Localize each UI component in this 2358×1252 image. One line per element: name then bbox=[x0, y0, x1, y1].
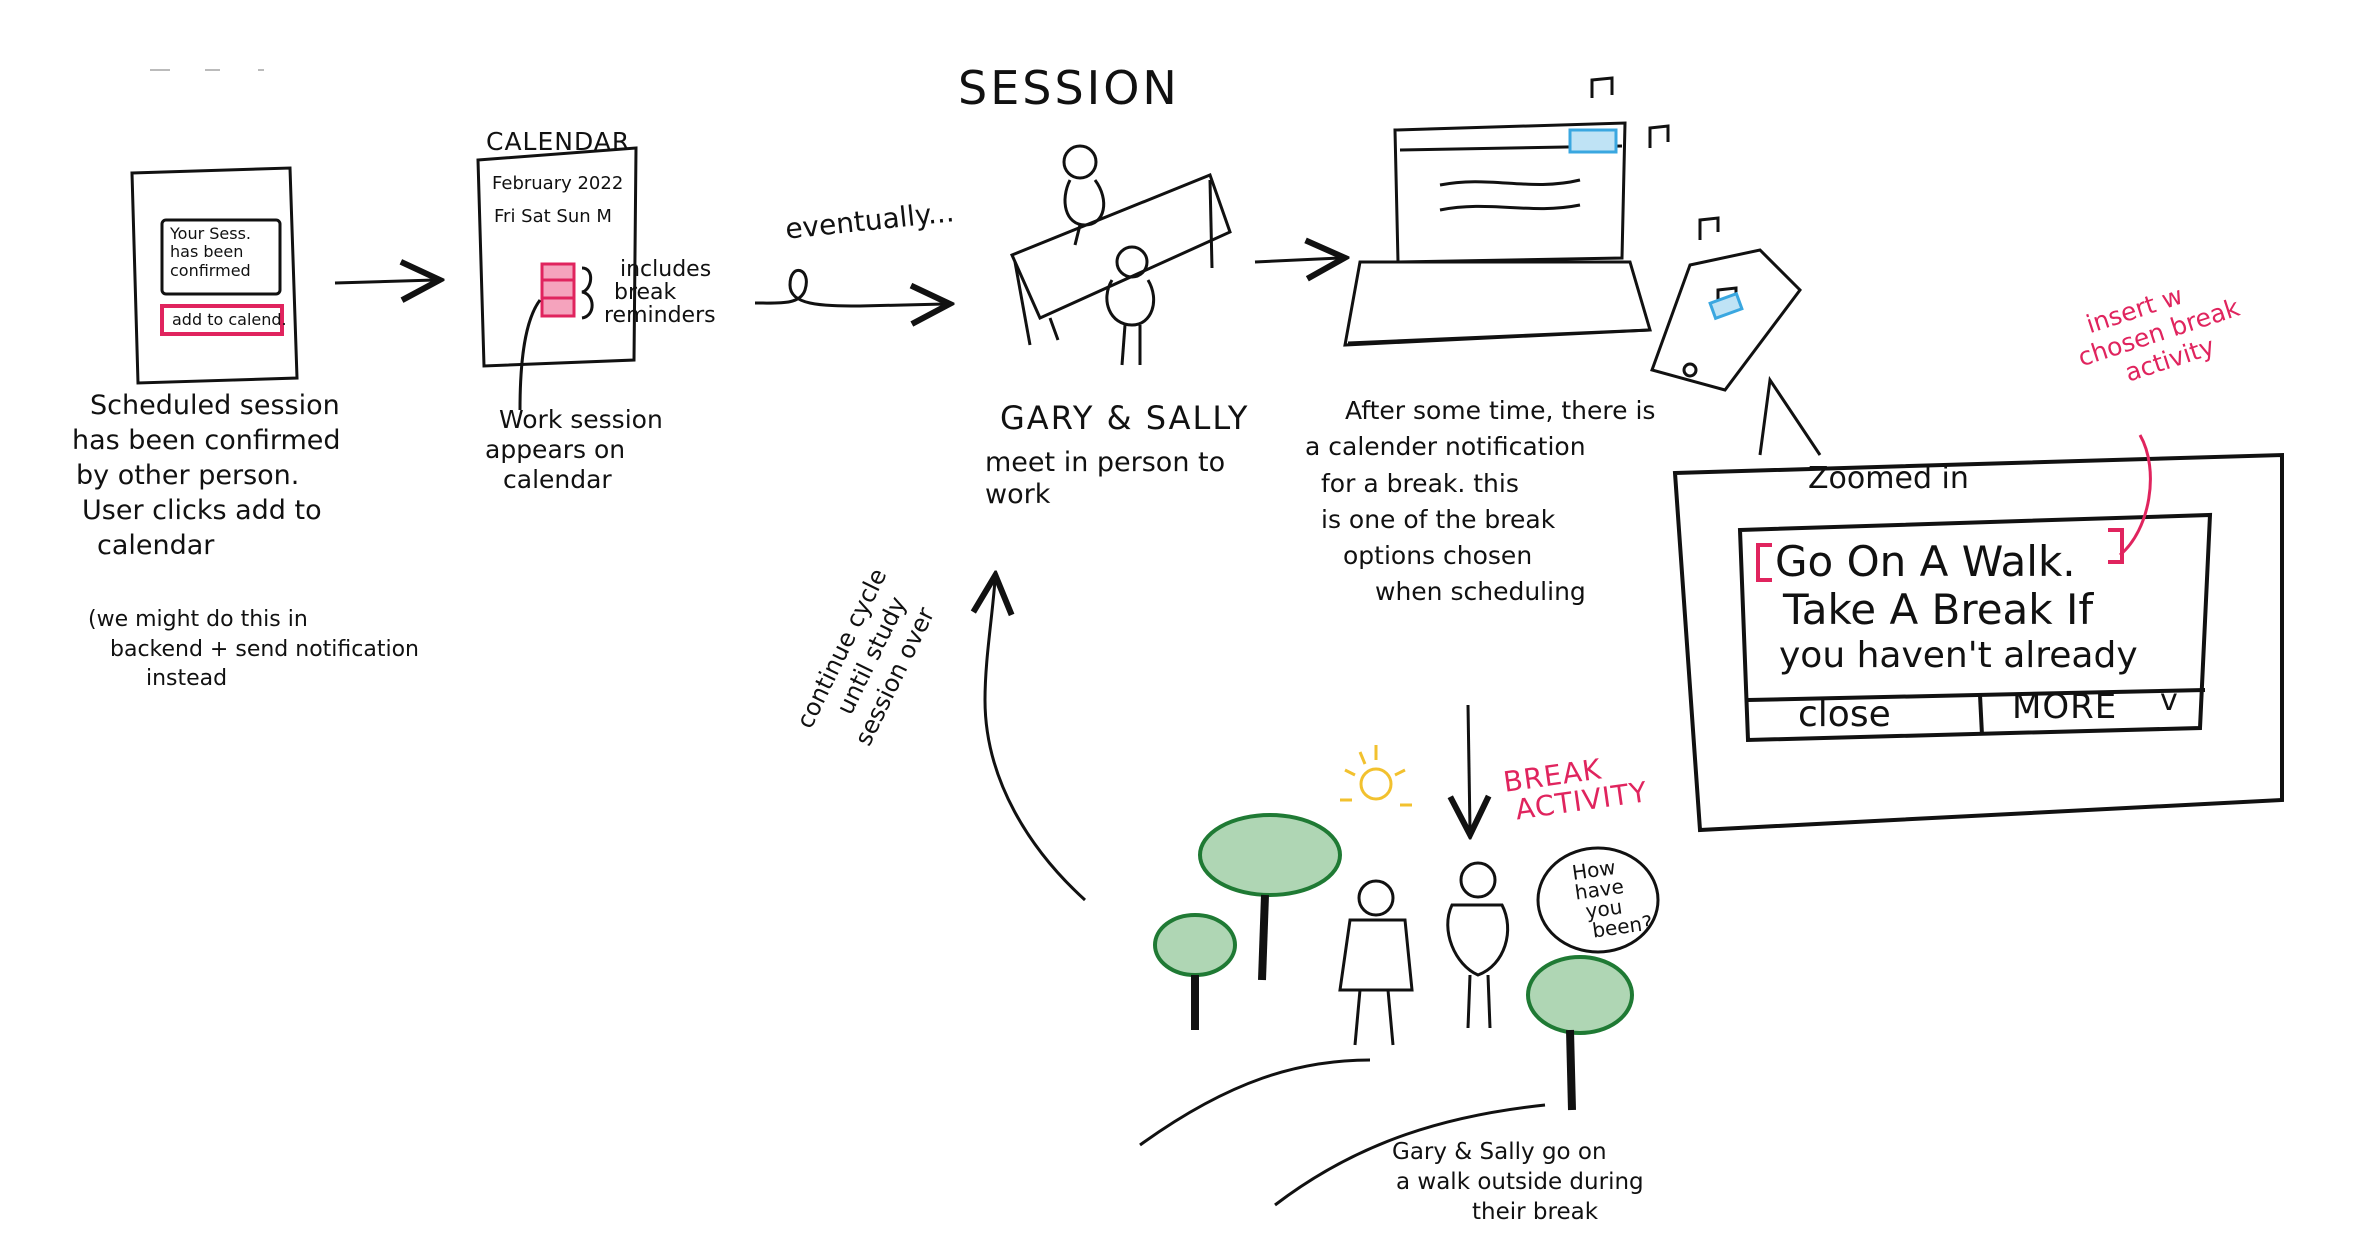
calendar-month: February 2022 bbox=[492, 173, 624, 194]
close-button[interactable]: close bbox=[1798, 694, 1891, 735]
session-title: SESSION bbox=[958, 61, 1180, 115]
step1-caption-line: calendar bbox=[97, 530, 215, 562]
arrow-to-break bbox=[1468, 704, 1470, 830]
speech-bubble-text: How have you been? bbox=[1565, 853, 1654, 943]
calendar-sketch bbox=[476, 146, 638, 411]
annotation-arrow bbox=[2119, 434, 2152, 557]
session-caption: meet in person to work bbox=[985, 447, 1225, 512]
notification-caption-line: when scheduling bbox=[1375, 577, 1586, 607]
chevron-down-icon[interactable]: v bbox=[2160, 683, 2178, 718]
notification-caption: After some time, there is a calender not… bbox=[1305, 393, 1655, 611]
zoom-callout bbox=[1758, 375, 1822, 456]
calendar-side-note: includes break reminders bbox=[604, 258, 716, 327]
side-note-line: reminders bbox=[604, 303, 716, 329]
confirmation-line3: confirmed bbox=[170, 260, 251, 280]
arrow-session-to-laptop bbox=[1254, 258, 1340, 262]
side-note-line: break bbox=[614, 280, 677, 306]
step1-caption-line: User clicks add to bbox=[82, 495, 322, 527]
step1-caption: Scheduled session has been confirmed by … bbox=[72, 388, 341, 563]
notification-caption-line: is one of the break bbox=[1321, 504, 1556, 534]
break-suggestion-line2: Take A Break If bbox=[1783, 585, 2094, 635]
path-sketch bbox=[1139, 1058, 1546, 1207]
step1-caption-line: has been confirmed bbox=[72, 425, 341, 457]
step2-caption-line: Work session bbox=[499, 405, 663, 434]
notification-caption-line: options chosen bbox=[1343, 541, 1533, 570]
step1-caption-line: Scheduled session bbox=[90, 390, 340, 421]
break-caption-line: their break bbox=[1472, 1198, 1599, 1225]
calendar-title: CALENDAR bbox=[486, 127, 631, 156]
annotation-bracket-right bbox=[2108, 528, 2124, 564]
calendar-days: Fri Sat Sun M bbox=[494, 206, 612, 227]
step2-caption: Work session appears on calendar bbox=[485, 405, 663, 495]
cycle-arrow bbox=[985, 580, 1087, 902]
zoomed-in-label: Zoomed in bbox=[1808, 461, 1969, 496]
break-caption-line: Gary & Sally go on bbox=[1392, 1139, 1607, 1165]
side-note-line: includes bbox=[620, 257, 712, 282]
tree-icon bbox=[1153, 813, 1634, 1111]
step1-caption-line: by other person. bbox=[76, 460, 300, 492]
break-suggestion-line3: you haven't already bbox=[1779, 634, 2138, 676]
confirmation-line1: Your Sess. bbox=[170, 224, 251, 243]
notification-caption-line: After some time, there is bbox=[1345, 396, 1656, 425]
add-to-calendar-button[interactable]: add to calend. bbox=[172, 310, 287, 329]
zoom-panel-sketch bbox=[1672, 452, 2284, 833]
confirmation-line2: has been bbox=[170, 242, 244, 262]
step2-caption-line: appears on bbox=[485, 435, 626, 464]
arrow-step1-to-step2 bbox=[334, 280, 435, 283]
step1-note-line: (we might do this in bbox=[88, 607, 308, 632]
session-sketch bbox=[1009, 144, 1232, 366]
laptop-sketch bbox=[1343, 121, 1652, 347]
session-names: GARY & SALLY bbox=[1000, 399, 1250, 437]
break-suggestion: Go On A Walk. Take A Break If you haven'… bbox=[1775, 537, 2138, 676]
phone-sketch bbox=[130, 166, 299, 385]
break-caption-line: a walk outside during bbox=[1396, 1168, 1644, 1195]
notification-caption-line: for a break. this bbox=[1321, 468, 1519, 498]
arrow-step2-to-session bbox=[754, 268, 945, 306]
step1-note: (we might do this in backend + send noti… bbox=[88, 605, 419, 694]
phone-notification-sketch bbox=[1650, 248, 1802, 392]
break-suggestion-line1: Go On A Walk. bbox=[1775, 537, 2076, 586]
step1-note-line: instead bbox=[146, 666, 228, 692]
annotation-bracket-left bbox=[1756, 543, 1772, 582]
more-button[interactable]: MORE bbox=[2012, 687, 2118, 727]
break-caption: Gary & Sally go on a walk outside during… bbox=[1392, 1138, 1644, 1228]
notification-caption-line: a calender notification bbox=[1305, 432, 1586, 462]
session-caption-line: work bbox=[985, 479, 1051, 511]
step1-note-line: backend + send notification bbox=[110, 636, 419, 662]
sun-icon bbox=[1340, 745, 1412, 807]
people-walking-sketch bbox=[1338, 846, 1660, 1046]
step2-caption-line: calendar bbox=[503, 465, 612, 494]
music-note-icon bbox=[1590, 76, 1738, 310]
session-caption-line: meet in person to bbox=[985, 447, 1226, 478]
confirmation-text: Your Sess. has been confirmed bbox=[170, 224, 251, 280]
